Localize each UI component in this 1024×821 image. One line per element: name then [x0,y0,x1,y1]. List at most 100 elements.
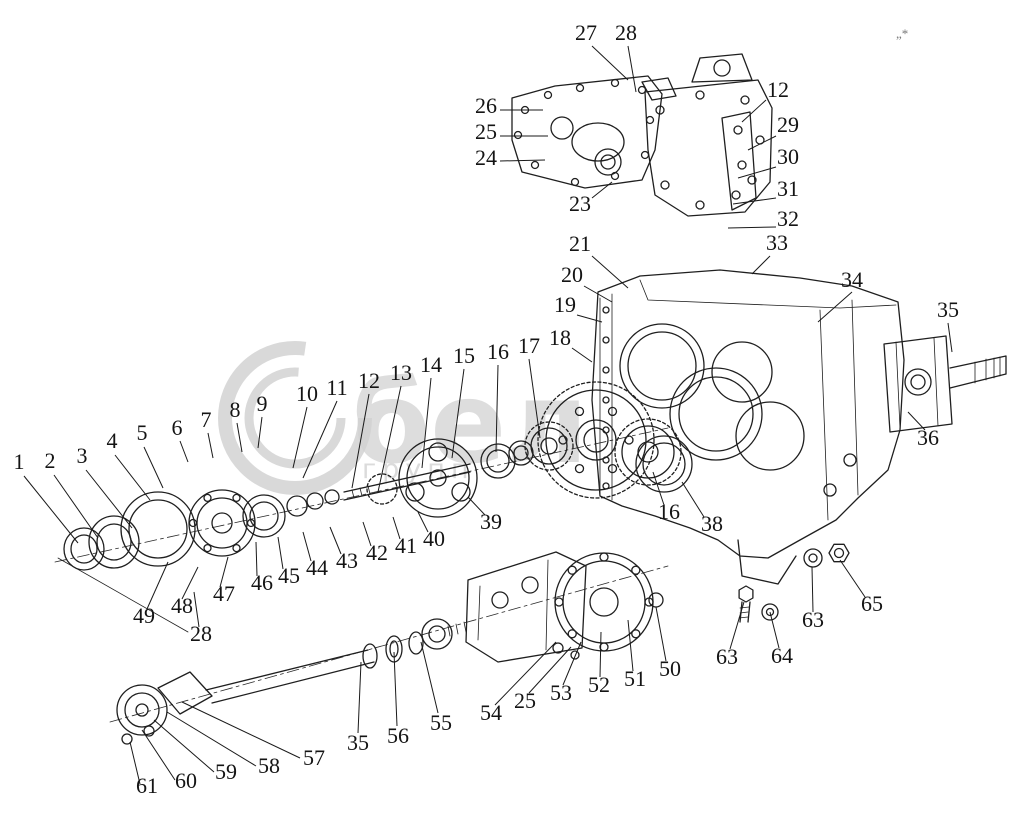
callout-27: 27 [575,20,597,45]
callout-29: 29 [777,112,799,137]
leader-line-44 [302,531,312,562]
callout-15: 15 [453,343,475,368]
callout-25: 25 [514,688,536,713]
callout-21: 21 [569,231,591,256]
leader-line-52 [599,631,602,678]
leader-line-23 [591,181,613,199]
leader-line-45 [277,536,284,570]
callout-60: 60 [175,768,197,793]
leader-line-21 [591,255,629,289]
callout-7: 7 [201,407,212,432]
leader-line-35 [357,661,362,734]
callout-35: 35 [937,297,959,322]
leader-line-61 [129,741,141,785]
large-gear-set [537,381,682,499]
callout-33: 33 [766,230,788,255]
callout-16: 16 [487,339,509,364]
leader-line-49 [146,561,169,610]
leader-line-33 [751,255,771,275]
callout-10: 10 [296,381,318,406]
callout-47: 47 [213,581,235,606]
callout-64: 64 [771,643,793,668]
watermark-corner-mark: „* [896,26,908,41]
callout-2: 2 [45,448,56,473]
leader-line-11 [302,400,338,479]
callout-38: 38 [701,511,723,536]
leader-line-12 [741,99,767,123]
callout-58: 58 [258,753,280,778]
callout-25: 25 [475,119,497,144]
callout-53: 53 [550,680,572,705]
watermark-ring-inner [244,367,346,469]
callout-42: 42 [366,540,388,565]
leader-line-54 [494,641,557,706]
leader-line-40 [417,511,429,533]
callout-13: 13 [390,360,412,385]
callout-18: 18 [549,325,571,350]
leader-line-53 [562,641,582,686]
callout-11: 11 [326,375,347,400]
driveshaft-assembly [109,551,669,745]
callout-28: 28 [190,621,212,646]
callout-40: 40 [423,526,445,551]
callout-14: 14 [420,352,442,377]
leader-line-25 [528,646,572,694]
leader-line-27 [591,45,629,81]
leader-line-32 [727,226,777,229]
callout-16: 16 [658,499,680,524]
leader-line-8 [236,422,243,453]
leader-line-15 [451,368,465,459]
callout-50: 50 [659,656,681,681]
callout-63: 63 [716,644,738,669]
callout-20: 20 [561,262,583,287]
callout-45: 45 [278,563,300,588]
callout-12: 12 [767,77,789,102]
leader-line-20 [583,285,613,303]
leader-line-48 [181,566,199,600]
leader-line-57 [181,701,301,759]
leader-line-16 [652,471,665,506]
input-shaft-assembly [54,421,669,633]
callout-26: 26 [475,93,497,118]
callout-8: 8 [230,397,241,422]
callout-46: 46 [251,570,273,595]
leader-line-13 [377,385,402,493]
callout-36: 36 [917,425,939,450]
callout-28: 28 [615,20,637,45]
leader-line-35 [947,322,953,353]
callout-51: 51 [624,666,646,691]
leader-line-9 [257,416,263,449]
watermark: бел групп „* [218,26,908,495]
leader-line-59 [153,719,215,773]
callout-63: 63 [802,607,824,632]
callout-41: 41 [395,533,417,558]
fasteners [738,543,850,623]
leader-line-65 [839,559,866,598]
callout-17: 17 [518,333,540,358]
callout-59: 59 [215,759,237,784]
top-cover-assembly [511,53,773,217]
callout-56: 56 [387,723,409,748]
callout-19: 19 [554,292,576,317]
leader-line-18 [571,347,593,363]
leader-line-39 [467,496,486,516]
leader-line-5 [143,446,164,489]
leader-line-7 [207,432,214,459]
leader-line-19 [576,314,603,323]
leader-line-6 [179,440,189,463]
leader-line-29 [747,135,777,151]
callout-35: 35 [347,730,369,755]
leader-line-43 [329,526,342,555]
callout-31: 31 [777,176,799,201]
leader-line-56 [393,651,398,727]
leader-line-60 [141,729,176,781]
diagram-artwork [54,53,1007,745]
leader-line-14 [421,377,432,469]
watermark-text-small: групп [362,454,475,485]
callout-44: 44 [306,555,328,580]
leader-line-34 [817,291,853,323]
leader-line-4 [114,454,151,501]
callout-57: 57 [303,745,325,770]
